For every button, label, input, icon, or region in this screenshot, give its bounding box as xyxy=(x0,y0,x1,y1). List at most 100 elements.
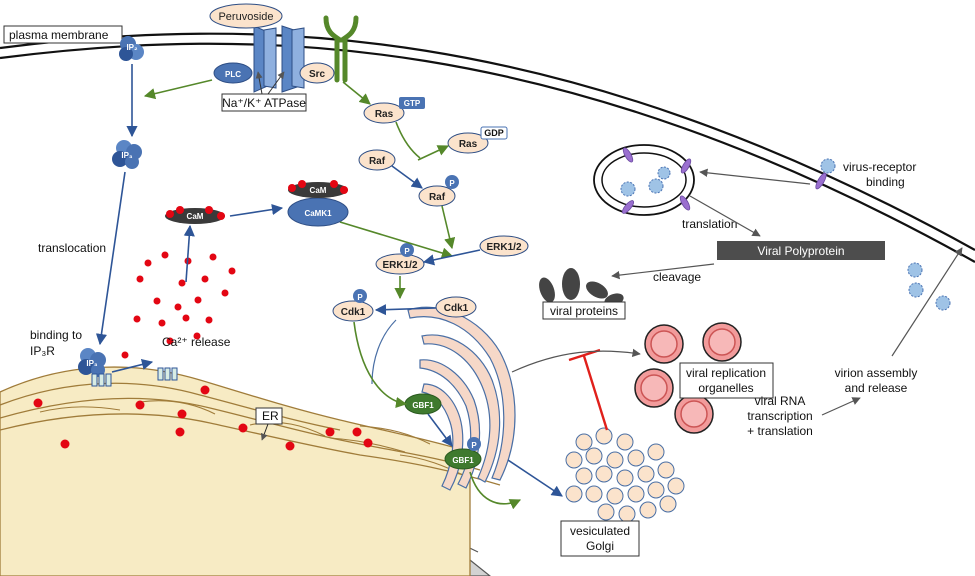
svg-text:Ras: Ras xyxy=(459,139,478,150)
raf-node: Raf xyxy=(358,149,396,171)
camk1-label: CaMK1 xyxy=(304,209,332,218)
vesiculated-golgi-label-line1: vesiculated xyxy=(570,524,630,538)
atpase-label-box: Na⁺/K⁺ ATPase xyxy=(221,71,307,112)
er-label: ER xyxy=(262,409,279,423)
replication-organelles xyxy=(634,322,742,434)
gtp-tag: GTP xyxy=(404,99,421,108)
cam-bound-label: CaM xyxy=(310,186,327,195)
viral-proteins-label: viral proteins xyxy=(550,304,618,318)
viral-proteins-label-box: viral proteins xyxy=(542,301,626,320)
ip3-label: IP₃ xyxy=(121,151,133,160)
gbf1-node: GBF1 xyxy=(404,393,442,415)
er-calcium-dot xyxy=(285,441,295,451)
calcium-ions xyxy=(121,251,236,359)
ip3-receptor-channel xyxy=(157,367,178,381)
ip3-bound-label: IP₃ xyxy=(86,359,98,368)
erk-node: ERK1/2 xyxy=(479,235,529,257)
er-calcium-dot xyxy=(60,439,70,449)
ip2-cluster: IP₂ xyxy=(119,36,144,61)
virus-receptor-label-line2: binding xyxy=(866,175,905,189)
virion-label-line1: virion assembly xyxy=(835,366,918,380)
inhibition-arrow xyxy=(568,348,609,431)
cam-node: CaM xyxy=(165,206,225,224)
svg-text:Ras: Ras xyxy=(375,109,394,120)
gbf1-phospho-node: GBF1 P xyxy=(444,437,482,470)
er-calcium-dot xyxy=(363,438,373,448)
raf-phospho-node: Raf P xyxy=(418,175,459,207)
translation-label: translation xyxy=(682,217,737,231)
golgi-to-organelle-arrow xyxy=(511,348,641,373)
svg-text:Src: Src xyxy=(309,69,326,80)
er-label-box: ER xyxy=(255,407,283,441)
release-arrow xyxy=(891,247,963,357)
virus-particles xyxy=(620,158,951,311)
ras-gtp-node: Ras GTP xyxy=(363,97,425,124)
virus-receptor-label-line1: virus-receptor xyxy=(843,160,916,174)
ras-gdp-node: Ras GDP xyxy=(447,126,508,154)
viral-polyprotein-bar: Viral Polyprotein xyxy=(717,241,885,260)
viral-polyprotein-label: Viral Polyprotein xyxy=(757,244,844,258)
svg-text:PLC: PLC xyxy=(225,70,241,79)
cleavage-arrow xyxy=(611,263,715,280)
plc-node: PLC xyxy=(213,62,253,84)
receptor-icon xyxy=(323,15,359,83)
virion-label-line2: and release xyxy=(845,381,908,395)
er-calcium-dot xyxy=(135,400,145,410)
calcium-release-label: Ca²⁺ release xyxy=(162,335,231,349)
phospho-tag: P xyxy=(449,179,455,188)
atpase-transporter xyxy=(253,25,305,93)
ip3-receptor-channel xyxy=(91,373,112,387)
phospho-tag: P xyxy=(404,247,410,256)
ip3-cluster: IP₃ xyxy=(112,140,142,169)
rna-label-line1: viral RNA xyxy=(755,394,806,408)
er-calcium-dot xyxy=(238,423,248,433)
cdk1-node: Cdk1 xyxy=(435,296,477,318)
endosome xyxy=(593,144,695,216)
plasma-membrane xyxy=(0,32,975,263)
er-calcium-dot xyxy=(33,398,43,408)
svg-text:Cdk1: Cdk1 xyxy=(341,307,366,318)
phospho-tag: P xyxy=(357,293,363,302)
viral-receptor-icons xyxy=(621,147,827,214)
vesiculated-golgi-label-line2: Golgi xyxy=(586,539,614,553)
ip3-bound-cluster: IP₃ xyxy=(78,348,106,377)
peruvoside-node: Peruvoside xyxy=(209,3,283,29)
replication-organelles-label-box: viral replication organelles xyxy=(679,362,774,399)
viral-proteins-shapes xyxy=(539,268,624,307)
ip2-label: IP₂ xyxy=(126,43,138,52)
src-node: Src xyxy=(299,62,335,84)
binding-label-line1: binding to xyxy=(30,328,82,342)
replication-label-line2: organelles xyxy=(698,381,753,395)
phospho-tag: P xyxy=(471,441,477,450)
er-calcium-dot xyxy=(177,409,187,419)
svg-text:Raf: Raf xyxy=(369,156,386,167)
endoplasmic-reticulum xyxy=(0,366,501,576)
svg-text:ERK1/2: ERK1/2 xyxy=(382,260,417,271)
svg-text:GBF1: GBF1 xyxy=(412,401,434,410)
translocation-label: translocation xyxy=(38,241,106,255)
binding-label-line2: IP₃R xyxy=(30,344,55,358)
er-calcium-dot xyxy=(175,427,185,437)
svg-text:GBF1: GBF1 xyxy=(452,456,474,465)
replication-label-line1: viral replication xyxy=(686,366,766,380)
er-calcium-dot xyxy=(200,385,210,395)
translation-arrow xyxy=(689,195,761,237)
golgi-vesicles xyxy=(565,427,685,523)
rna-label-line2: transcription xyxy=(747,409,812,423)
rna-to-virion-arrow xyxy=(821,397,861,416)
cleavage-label: cleavage xyxy=(653,270,701,284)
er-calcium-dot xyxy=(325,427,335,437)
er-calcium-dot xyxy=(352,427,362,437)
erk-phospho-node: ERK1/2 P xyxy=(375,243,425,275)
plasma-membrane-label: plasma membrane xyxy=(9,28,109,42)
peruvoside-label: Peruvoside xyxy=(218,11,273,23)
plasma-membrane-label-box: plasma membrane xyxy=(3,25,123,44)
svg-text:ERK1/2: ERK1/2 xyxy=(486,242,521,253)
svg-text:Raf: Raf xyxy=(429,192,446,203)
cdk1-phospho-node: Cdk1 P xyxy=(332,289,374,322)
svg-text:CaM: CaM xyxy=(187,212,204,221)
atpase-label: Na⁺/K⁺ ATPase xyxy=(222,96,306,110)
signal-arrows xyxy=(95,64,563,510)
